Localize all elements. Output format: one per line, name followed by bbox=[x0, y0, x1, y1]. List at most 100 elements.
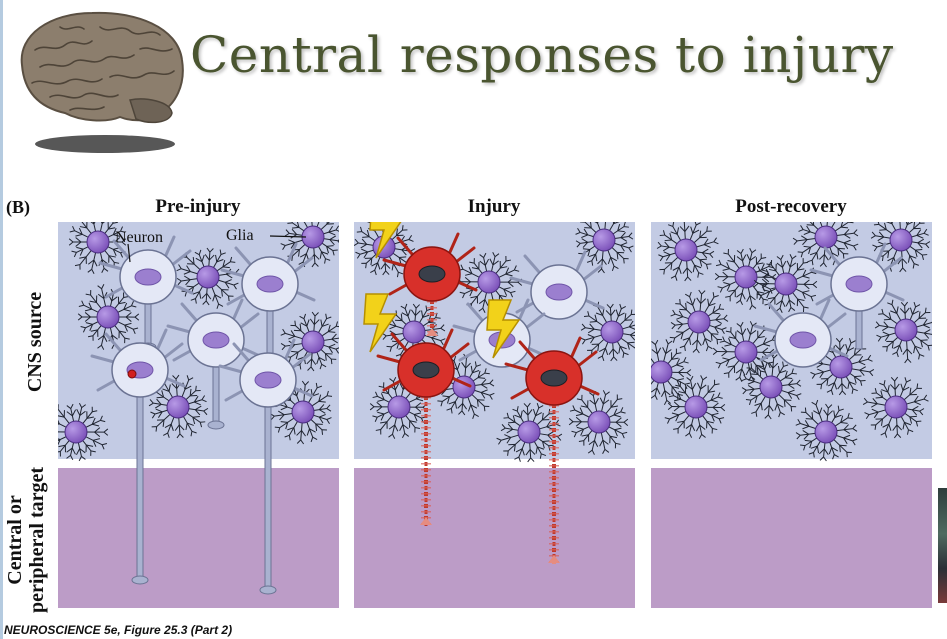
neuron bbox=[504, 336, 600, 564]
glia-body bbox=[759, 375, 783, 399]
heading-post-recovery: Post-recovery bbox=[735, 196, 847, 217]
row-label-target: Central or peripheral target bbox=[4, 465, 48, 615]
glia-processes bbox=[874, 299, 932, 364]
heading-injury: Injury bbox=[467, 196, 521, 217]
target-region bbox=[354, 468, 635, 608]
injury-diagram bbox=[354, 222, 635, 608]
glia-cell bbox=[753, 254, 818, 313]
neuron-nucleus bbox=[412, 361, 440, 379]
neuron bbox=[220, 242, 316, 374]
axon bbox=[144, 300, 152, 348]
neuron bbox=[509, 250, 605, 320]
axon bbox=[855, 307, 863, 350]
brain-cortex bbox=[20, 11, 184, 122]
brain-cerebellum bbox=[129, 98, 173, 124]
glia-cell bbox=[280, 222, 339, 268]
dendrites bbox=[809, 242, 905, 306]
glia-body bbox=[517, 420, 541, 444]
axon-terminal bbox=[131, 575, 149, 585]
lightning-shape bbox=[486, 299, 521, 359]
glia-cell bbox=[496, 402, 563, 463]
glia-cell bbox=[77, 284, 140, 350]
neuron-nucleus bbox=[789, 331, 817, 349]
glia-processes bbox=[651, 339, 692, 406]
row-label-cns-source: CNS source bbox=[24, 291, 46, 393]
axon-terminal bbox=[207, 420, 225, 430]
glia-processes bbox=[795, 399, 858, 462]
neuron bbox=[98, 235, 194, 352]
neuron bbox=[218, 338, 314, 595]
dendrites bbox=[382, 232, 478, 296]
neuron-nucleus bbox=[254, 371, 282, 389]
glia-body bbox=[166, 395, 190, 419]
dendrites bbox=[98, 235, 194, 299]
axon-terminal bbox=[426, 328, 438, 336]
lightning-bolt-icon bbox=[486, 299, 521, 359]
axon bbox=[136, 393, 144, 581]
glia-body bbox=[291, 400, 315, 424]
slide-title: Central responses to injury bbox=[190, 26, 894, 84]
pre-injury-diagram: Neuron Glia bbox=[58, 222, 339, 608]
glia-cell bbox=[575, 222, 634, 274]
lightning-shape bbox=[369, 222, 402, 259]
dendrites bbox=[90, 328, 186, 392]
glia-processes bbox=[580, 301, 635, 362]
glia-processes bbox=[575, 222, 634, 274]
glia-processes bbox=[669, 289, 729, 354]
neuron-nucleus bbox=[202, 331, 230, 349]
glia-body bbox=[196, 265, 220, 289]
glia-body bbox=[814, 225, 838, 249]
glia-body bbox=[301, 330, 325, 354]
glia-body bbox=[64, 420, 88, 444]
glia-cell bbox=[58, 402, 109, 462]
glia-body bbox=[402, 320, 426, 344]
axon-degenerating bbox=[421, 396, 431, 526]
brain-illustration bbox=[10, 5, 190, 155]
glia-body bbox=[600, 320, 624, 344]
glia-cell bbox=[68, 222, 127, 274]
neuron-nucleus bbox=[418, 265, 446, 283]
figure-caption: NEUROSCIENCE 5e, Figure 25.3 (Part 2) bbox=[4, 623, 233, 637]
neuron bbox=[166, 298, 262, 430]
glia-body bbox=[387, 395, 411, 419]
marker-dot bbox=[127, 369, 137, 379]
glia-processes bbox=[58, 402, 109, 462]
glia-processes bbox=[741, 353, 802, 420]
neuron bbox=[90, 328, 186, 585]
glia-cell bbox=[795, 399, 858, 462]
dendrites bbox=[220, 242, 316, 306]
glia-body bbox=[96, 305, 120, 329]
slide-left-edge bbox=[0, 0, 3, 639]
glia-cell bbox=[874, 299, 932, 364]
glia-cell bbox=[870, 222, 931, 273]
glia-body bbox=[829, 355, 853, 379]
panel-injury bbox=[354, 222, 635, 608]
glia-body bbox=[674, 238, 698, 262]
axon bbox=[264, 403, 272, 591]
glia-body bbox=[894, 318, 918, 342]
lightning-shape bbox=[363, 293, 398, 353]
glia-body bbox=[477, 270, 501, 294]
glia-cell bbox=[741, 353, 802, 420]
neuron-nucleus bbox=[545, 283, 573, 301]
panel-post-recovery bbox=[651, 222, 932, 608]
glia-body bbox=[687, 310, 711, 334]
glia-cell bbox=[269, 380, 333, 445]
axon bbox=[212, 363, 220, 426]
panel-pre-injury: Neuron Glia bbox=[58, 222, 339, 608]
glia-body bbox=[884, 395, 908, 419]
lightning-bolt-icon bbox=[363, 293, 398, 353]
adjacent-slide-thumbnail bbox=[938, 488, 947, 603]
axon-terminal bbox=[420, 517, 432, 525]
glia-processes bbox=[664, 375, 726, 440]
glia-processes bbox=[753, 254, 818, 313]
glia-cell bbox=[664, 375, 726, 440]
brain-folds bbox=[31, 26, 175, 111]
neuron-nucleus bbox=[256, 275, 284, 293]
glia-cell bbox=[280, 311, 339, 372]
glia-cell bbox=[580, 301, 635, 362]
neuron-nucleus bbox=[845, 275, 873, 293]
glia-body bbox=[592, 228, 616, 252]
axon-terminal bbox=[548, 555, 560, 563]
glia-cell bbox=[808, 337, 875, 396]
